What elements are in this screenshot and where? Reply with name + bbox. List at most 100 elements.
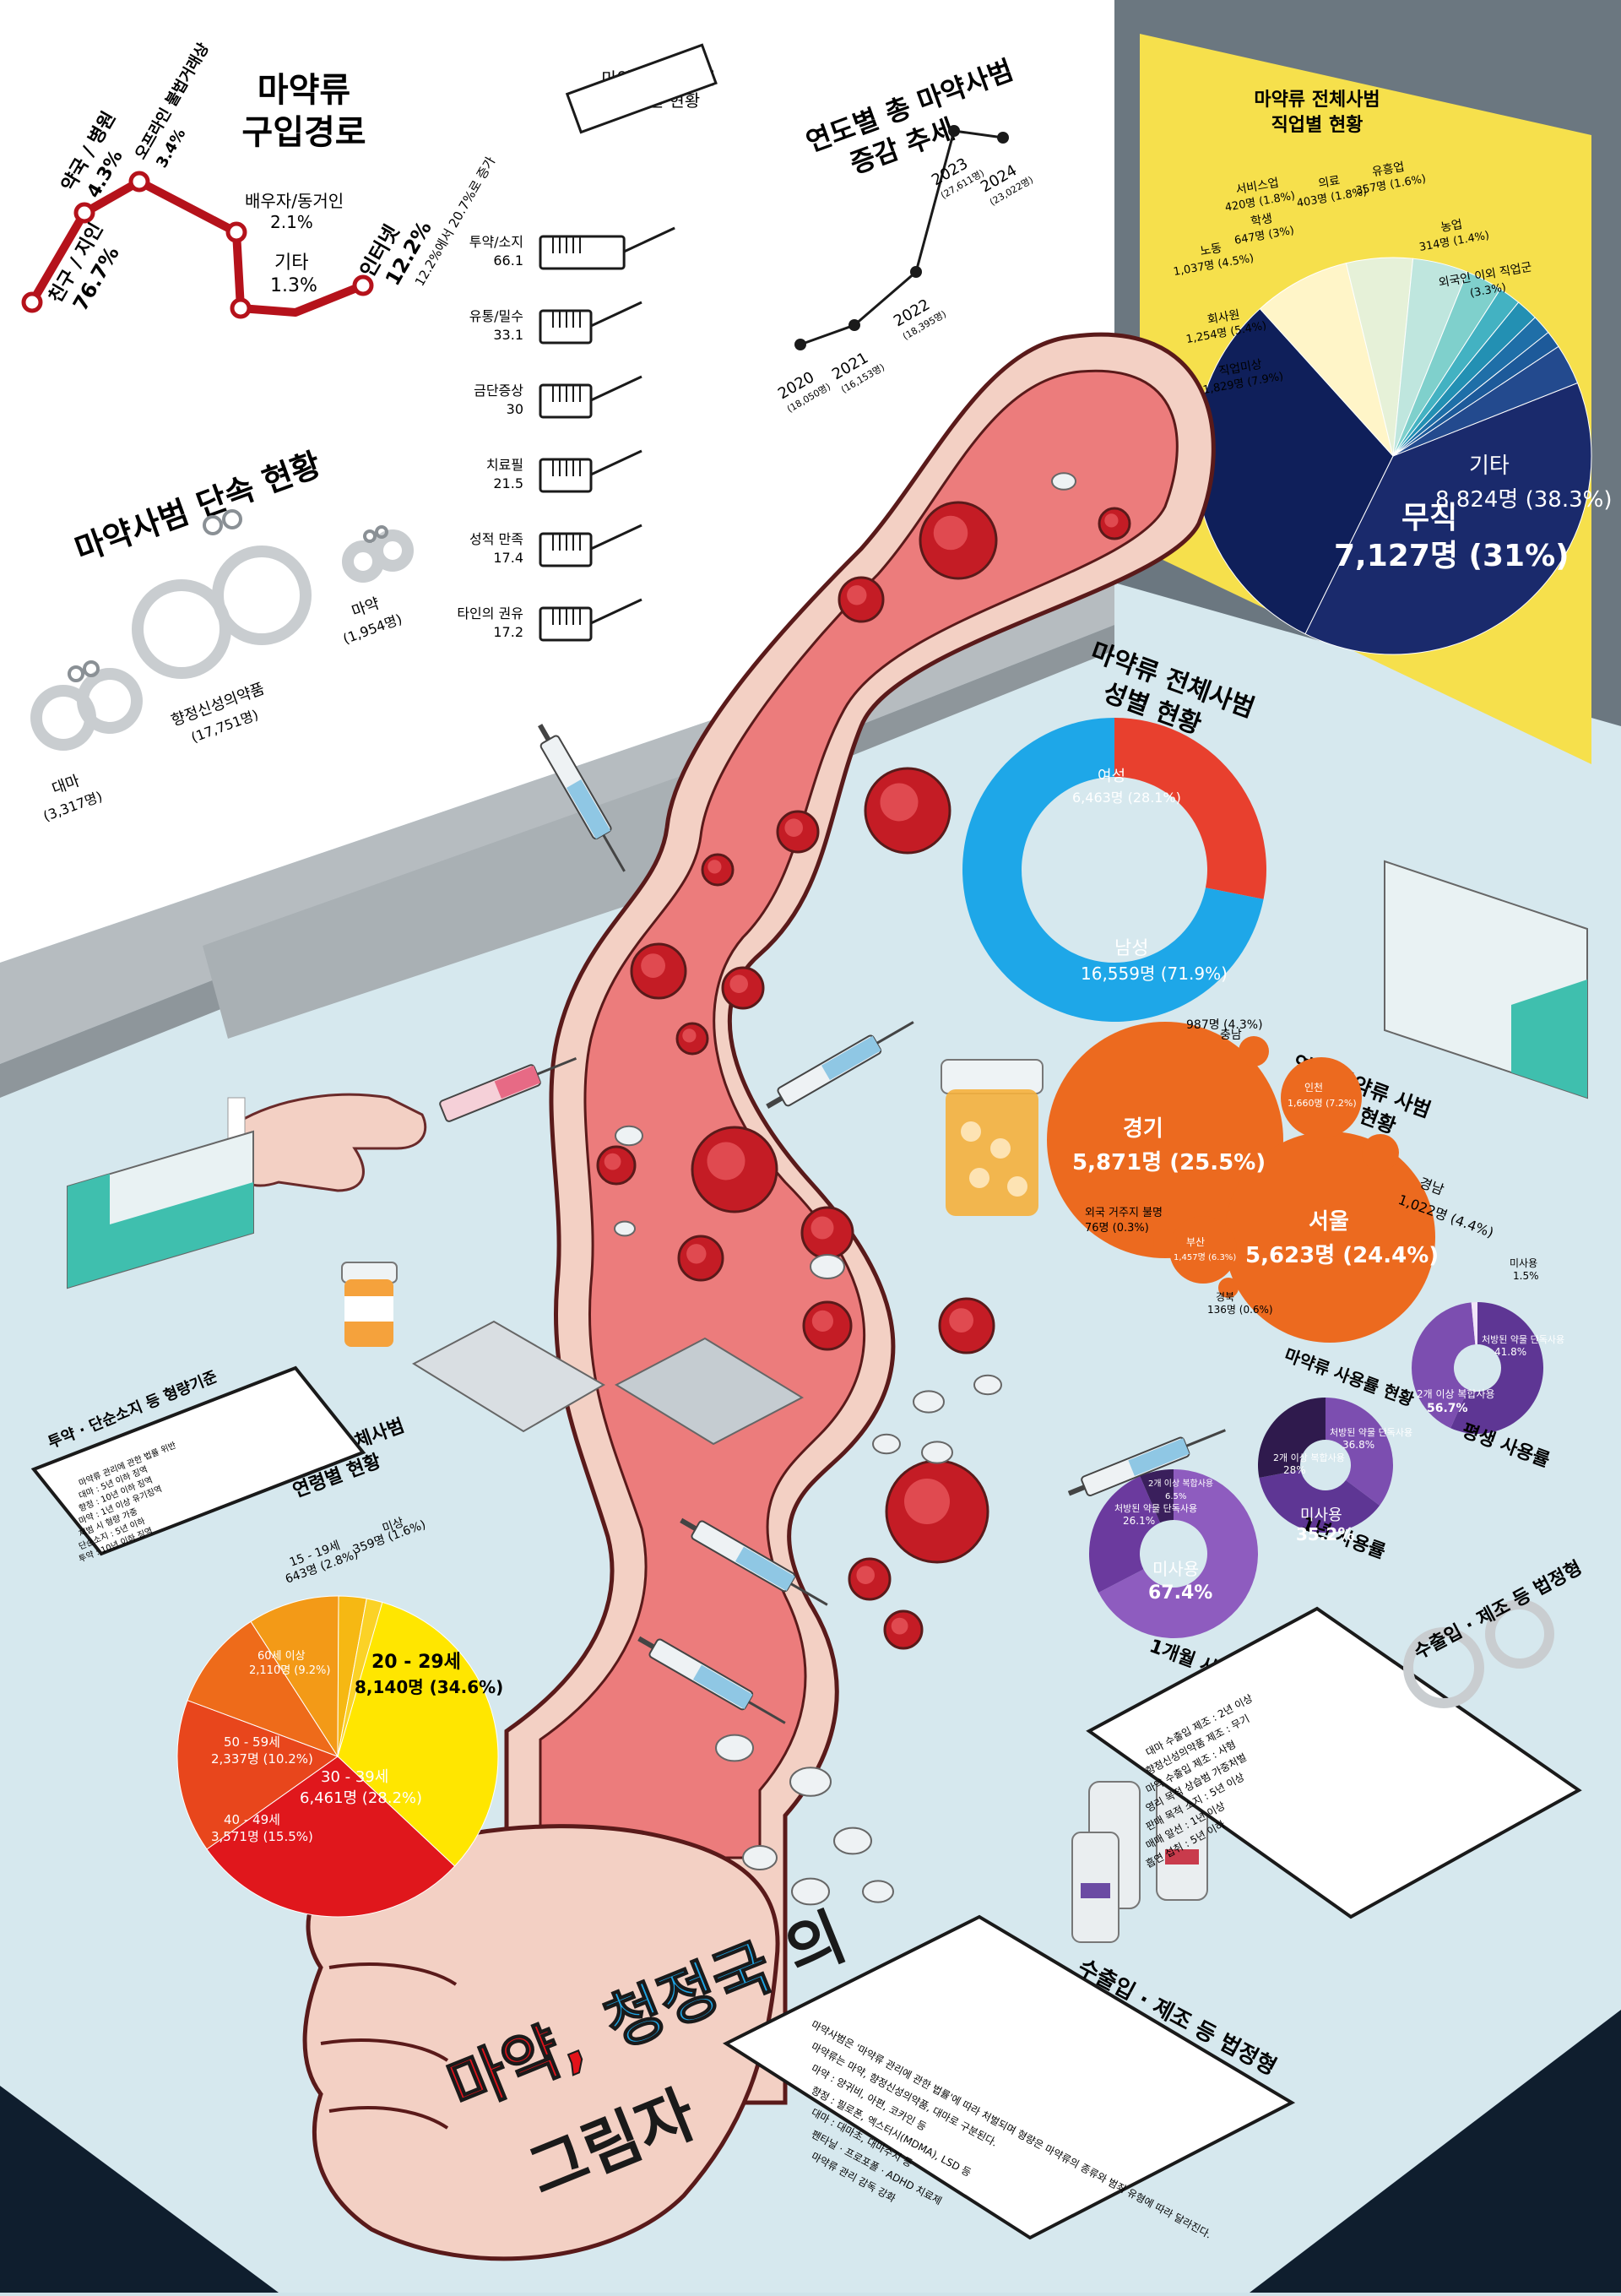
occupation-label: 학생 <box>1250 212 1273 229</box>
usage-year-other: 2개 이상 복합사용 <box>1273 1452 1345 1463</box>
crime-value: 66.1 <box>493 252 523 269</box>
usage-slice <box>1326 1398 1393 1506</box>
route-point <box>352 274 374 296</box>
pill <box>810 1254 845 1279</box>
region-value-foreign: 76명 (0.3%) <box>1085 1222 1149 1235</box>
handcuff-icon <box>30 529 414 751</box>
floor-edge-right <box>1250 2010 1621 2293</box>
region-value-gyeonggi: 5,871명 (25.5%) <box>1072 1150 1266 1175</box>
crime-value: 21.5 <box>493 475 523 491</box>
fist-illustration <box>302 1824 780 2261</box>
age-slice <box>250 1595 339 1758</box>
gender-chart: 마약류 전체사범 성별 현황 여성 6,463명 (28.1%) 남성 16,5… <box>962 638 1266 1022</box>
region-chart: 연간 마약류 사범 지역별 현황 경기 5,871명 (25.5%) 서울 5,… <box>1047 1018 1496 1343</box>
occupation-slice <box>1304 382 1592 655</box>
region-value-busan: 1,457명 (6.3%) <box>1174 1252 1236 1262</box>
usage-year-main: 미사용 <box>1300 1506 1342 1524</box>
crime-type-chart: 마약류 전체사범 죄명별 현황 투약/소지66.1유통/밀수33.1금단증상30… <box>457 43 718 642</box>
blood-cell-highlight <box>810 1216 834 1240</box>
handcuff-chain-icon <box>68 509 388 682</box>
gender-male-value: 16,559명 (71.9%) <box>1081 963 1228 984</box>
gender-slice-male <box>962 718 1264 1022</box>
crime-needle <box>590 301 642 328</box>
route-point <box>21 291 43 313</box>
crime-needle <box>590 375 642 402</box>
route-title-1: 마약류 <box>258 71 350 110</box>
floor-edge <box>0 2086 279 2293</box>
occupation-value: (3.3%) <box>1469 281 1507 300</box>
age-slice <box>337 1598 383 1757</box>
yearly-point <box>948 125 960 137</box>
crime-label: 투약/소지 <box>469 234 523 250</box>
pill <box>615 1125 643 1147</box>
gender-slice-female <box>1114 718 1266 899</box>
region-bubble-incheon <box>1281 1057 1362 1138</box>
usage-year-sub: 처방된 약물 단독사용 <box>1330 1426 1412 1438</box>
usage-slice <box>1258 1398 1326 1478</box>
crime-value: 33.1 <box>493 327 523 343</box>
usage-month-main-value: 67.4% <box>1148 1582 1212 1604</box>
region-label-seoul: 서울 <box>1309 1209 1349 1235</box>
crime-syringe: 치료필 21.5 <box>486 449 642 493</box>
usage-life-main: 2개 이상 복합사용 <box>1417 1388 1495 1400</box>
age-label-20s: 20 - 29세 <box>371 1652 461 1673</box>
yearly-point <box>848 319 860 331</box>
medicine-box-left <box>67 1130 254 1289</box>
pill-bottle-small <box>341 1262 398 1347</box>
usage-year-other-value: 28% <box>1283 1464 1306 1476</box>
age-slice <box>337 1597 499 1867</box>
age-value-50s: 2,337명 (10.2%) <box>211 1751 313 1767</box>
yearly-point <box>910 266 922 278</box>
region-label-gyeongbuk: 경북 <box>1216 1291 1234 1303</box>
region-label-foreign: 외국 거주지 불명 <box>1085 1207 1163 1219</box>
usage-life-sub: 처방된 약물 단독사용 <box>1482 1333 1564 1345</box>
pill <box>742 1845 778 1870</box>
occupation-value-etc: 8,824명 (38.3%) <box>1435 487 1613 513</box>
blood-cell-highlight <box>891 1617 908 1635</box>
age-label-40s: 40 - 49세 <box>224 1812 280 1827</box>
blood-cell-highlight <box>686 1244 707 1264</box>
region-label-chungnam: 충남 <box>1220 1029 1242 1042</box>
blood-cell-highlight <box>604 1153 621 1170</box>
pill <box>614 1220 636 1237</box>
usage-life-other-value: 1.5% <box>1513 1270 1539 1282</box>
usage-month-main: 미사용 <box>1152 1559 1199 1579</box>
vessel-inner <box>539 369 1179 1859</box>
blood-cell-highlight <box>641 953 665 978</box>
occupation-label: 의료 <box>1317 174 1341 191</box>
route-point <box>73 202 95 224</box>
usage-year-main-value: 35.2% <box>1296 1524 1354 1544</box>
occupation-slice <box>1392 345 1579 457</box>
usage-slice <box>1140 1469 1174 1523</box>
region-bubble-chungnam <box>1239 1036 1269 1067</box>
route-point <box>225 221 247 243</box>
pill <box>833 1826 872 1855</box>
route-label-etc: 기타 <box>274 252 308 274</box>
region-label-incheon: 인천 <box>1304 1081 1323 1094</box>
usage-life-sub-value: 41.8% <box>1494 1346 1526 1358</box>
usage-slice <box>1088 1476 1161 1593</box>
vessel-syringe <box>1067 1429 1226 1497</box>
usage-life-other: 미사용 <box>1510 1257 1537 1269</box>
blister-pack-red <box>411 1320 605 1433</box>
usage-month-other-value: 6.5% <box>1165 1492 1186 1501</box>
route-value-spouse: 2.1% <box>270 212 313 232</box>
crime-label: 타인의 권유 <box>457 605 523 621</box>
age-slice <box>206 1756 456 1918</box>
region-bubble-seoul <box>1224 1132 1435 1343</box>
age-label-60s: 60세 이상 <box>258 1650 306 1663</box>
crime-label: 치료필 <box>486 457 523 473</box>
gender-male-label: 남성 <box>1114 938 1148 959</box>
occupation-value-unemployed: 7,127명 (31%) <box>1334 539 1569 573</box>
occupation-label: 농업 <box>1439 218 1463 235</box>
age-value-40s: 3,571명 (15.5%) <box>211 1829 313 1844</box>
crime-needle <box>590 598 642 625</box>
region-bubble-gyeongnam <box>1362 1134 1399 1171</box>
region-bubble-gyeonggi <box>1047 1022 1283 1258</box>
pill <box>789 1767 832 1797</box>
gender-female-label: 여성 <box>1098 768 1125 785</box>
